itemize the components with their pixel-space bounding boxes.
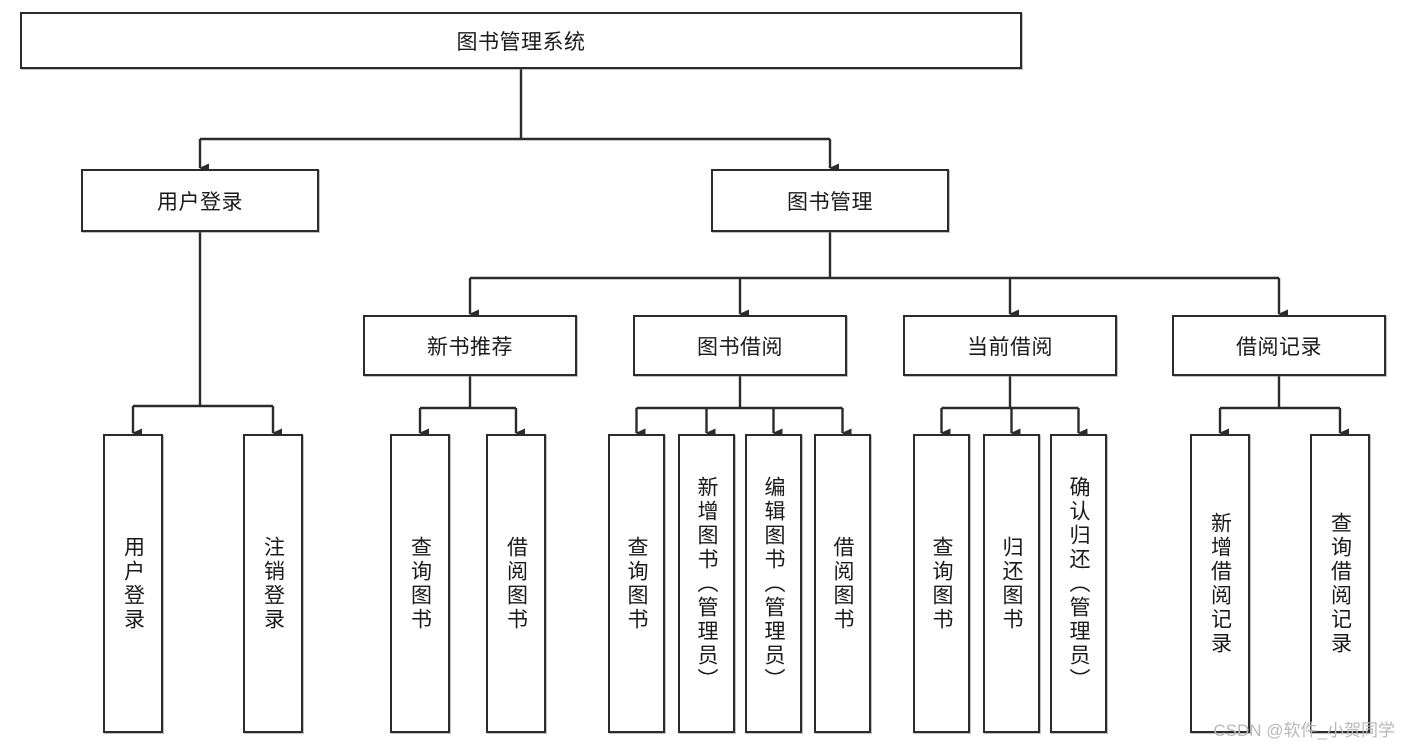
node-leaf-user-login[interactable]: 用户登录 — [103, 434, 163, 733]
node-borrow-record[interactable]: 借阅记录 — [1172, 315, 1386, 376]
node-label: 注销登录 — [261, 535, 285, 632]
node-label: 归还图书 — [1000, 535, 1023, 632]
node-label: 确认归还（管理员） — [1067, 475, 1090, 692]
node-label: 查询借阅记录 — [1328, 511, 1352, 656]
node-book-borrow[interactable]: 图书借阅 — [633, 315, 847, 376]
node-label: 用户登录 — [121, 535, 145, 632]
node-leaf-return-book[interactable]: 归还图书 — [983, 434, 1040, 733]
node-leaf-edit-book-admin[interactable]: 编辑图书（管理员） — [745, 434, 802, 733]
node-label: 图书管理系统 — [456, 30, 586, 54]
node-book-manage[interactable]: 图书管理 — [711, 169, 949, 232]
node-root[interactable]: 图书管理系统 — [20, 12, 1022, 69]
node-label: 查询图书 — [930, 535, 953, 632]
node-label: 借阅图书 — [504, 535, 528, 632]
node-label: 图书借阅 — [697, 335, 783, 359]
watermark: CSDN @软件_小贺同学 — [1213, 721, 1395, 740]
node-label: 新书推荐 — [427, 335, 513, 359]
node-label: 新增图书（管理员） — [695, 475, 718, 692]
node-label: 查询图书 — [408, 535, 432, 632]
node-leaf-query-book-rec[interactable]: 查询图书 — [390, 434, 450, 733]
node-leaf-query-book-cur[interactable]: 查询图书 — [913, 434, 970, 733]
node-leaf-query-book-borrow[interactable]: 查询图书 — [608, 434, 665, 733]
node-user-login[interactable]: 用户登录 — [81, 169, 319, 232]
node-current-borrow[interactable]: 当前借阅 — [903, 315, 1117, 376]
node-leaf-borrow-book[interactable]: 借阅图书 — [814, 434, 871, 733]
node-label: 图书管理 — [787, 190, 873, 214]
node-leaf-borrow-book-rec[interactable]: 借阅图书 — [486, 434, 546, 733]
node-label: 查询图书 — [625, 535, 648, 632]
node-leaf-add-book-admin[interactable]: 新增图书（管理员） — [678, 434, 735, 733]
node-leaf-confirm-return-admin[interactable]: 确认归还（管理员） — [1050, 434, 1107, 733]
node-new-book-rec[interactable]: 新书推荐 — [363, 315, 577, 376]
node-leaf-user-logout[interactable]: 注销登录 — [243, 434, 303, 733]
node-leaf-add-borrow-record[interactable]: 新增借阅记录 — [1190, 434, 1250, 733]
node-label: 编辑图书（管理员） — [762, 475, 785, 692]
node-label: 借阅图书 — [831, 535, 854, 632]
node-label: 新增借阅记录 — [1208, 511, 1232, 656]
node-leaf-query-borrow-record[interactable]: 查询借阅记录 — [1310, 434, 1370, 733]
node-label: 用户登录 — [157, 190, 243, 214]
node-label: 借阅记录 — [1236, 335, 1322, 359]
node-label: 当前借阅 — [967, 335, 1053, 359]
